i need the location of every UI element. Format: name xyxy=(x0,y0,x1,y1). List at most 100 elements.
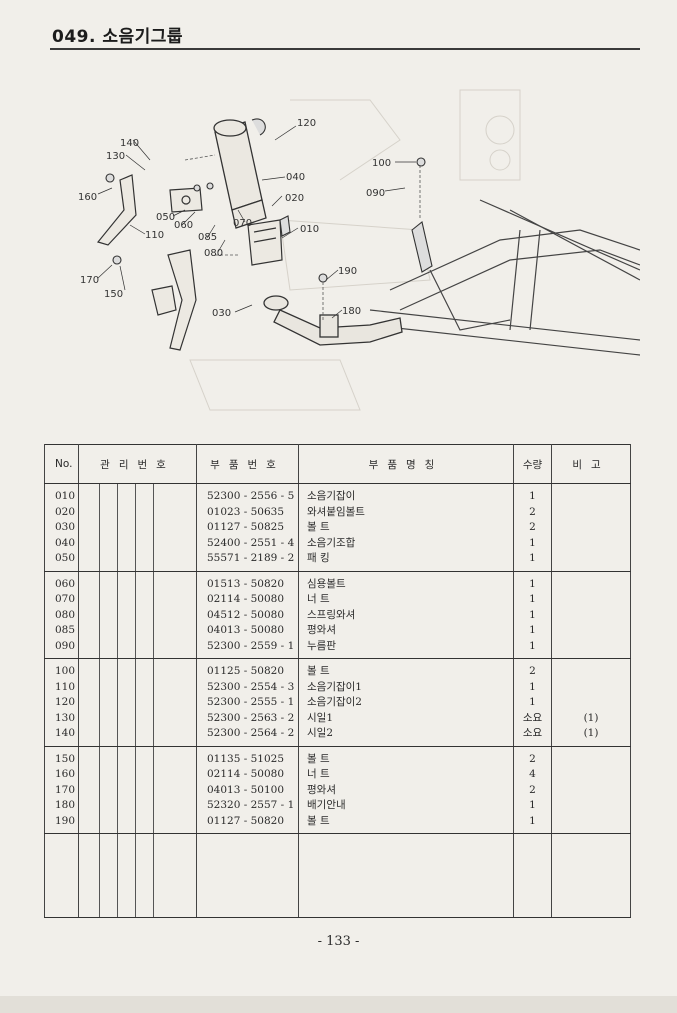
quantity: 1 xyxy=(529,593,536,606)
management-no-cell xyxy=(78,833,197,918)
part-no: 04512 - 50080 xyxy=(207,608,285,621)
quantity: 1 xyxy=(529,490,536,502)
management-subcolumn-line xyxy=(99,746,100,834)
callout-180: 180 xyxy=(342,306,361,317)
exploded-parts-diagram: 140 130 120 040 020 160 050 060 070 085 … xyxy=(78,89,640,411)
management-subcolumn-line xyxy=(117,746,118,834)
callout-040: 040 xyxy=(286,172,305,183)
management-no-cell xyxy=(78,571,197,660)
remarks xyxy=(552,752,630,768)
remarks xyxy=(552,695,630,711)
remarks xyxy=(552,798,630,814)
part-name: 배기안내 xyxy=(307,799,346,812)
remarks: (1) xyxy=(583,711,599,724)
management-subcolumn-line xyxy=(99,571,100,659)
item-no: 100 xyxy=(55,665,76,678)
management-subcolumn-line xyxy=(135,746,136,834)
part-name: 패 킹 xyxy=(307,552,330,564)
muffler-holder-brackets xyxy=(96,174,197,351)
quantity: 1 xyxy=(529,696,536,709)
callout-labels: 140 130 120 040 020 160 050 060 070 085 … xyxy=(78,118,391,319)
part-name-cell xyxy=(298,833,514,918)
item-no: 150 xyxy=(55,752,76,765)
quantity: 1 xyxy=(529,577,536,590)
part-name: 볼 트 xyxy=(307,752,330,765)
item-no: 030 xyxy=(55,521,76,533)
item-no: 090 xyxy=(55,639,76,652)
part-no: 01023 - 50635 xyxy=(207,505,285,518)
header-no: No. xyxy=(44,444,79,484)
remarks xyxy=(552,608,630,624)
part-name: 너 트 xyxy=(307,593,330,606)
quantity: 1 xyxy=(529,624,536,637)
callout-010: 010 xyxy=(300,224,319,235)
item-no: 190 xyxy=(55,814,76,827)
part-no: 52400 - 2551 - 4 xyxy=(207,536,295,549)
item-no: 010 xyxy=(55,490,76,502)
part-name: 시일1 xyxy=(307,711,334,724)
callout-leaders xyxy=(97,125,416,319)
management-no-cell xyxy=(78,658,197,747)
item-no: 160 xyxy=(55,768,76,781)
remarks xyxy=(552,680,630,696)
quantity: 1 xyxy=(529,608,536,621)
quantity: 2 xyxy=(529,521,536,533)
remarks-cell xyxy=(551,571,631,660)
quantity: 1 xyxy=(529,799,536,812)
part-no: 01513 - 50820 xyxy=(207,577,285,590)
part-no: 52320 - 2557 - 1 xyxy=(207,799,295,812)
management-subcolumn-line xyxy=(135,834,136,917)
part-name: 소음기잡이1 xyxy=(307,680,362,693)
callout-190: 190 xyxy=(338,266,357,277)
header-part-no: 부품번호 xyxy=(196,444,299,484)
header-management-no: 관리번호 xyxy=(78,444,197,484)
quantity: 1 xyxy=(529,814,536,827)
table-empty-row xyxy=(44,833,631,918)
quantity: 2 xyxy=(529,752,536,765)
part-no: 52300 - 2555 - 1 xyxy=(207,696,295,709)
part-name: 볼 트 xyxy=(307,814,330,827)
part-name: 소음기잡이2 xyxy=(307,696,362,709)
ghost-background-lines xyxy=(189,89,521,411)
callout-030: 030 xyxy=(212,308,231,319)
page-number: - 133 - xyxy=(317,934,360,949)
part-no: 01135 - 51025 xyxy=(207,752,285,765)
remarks xyxy=(552,536,630,552)
callout-080: 080 xyxy=(204,248,223,259)
management-subcolumn-line xyxy=(153,659,154,746)
item-no: 120 xyxy=(55,696,76,709)
part-name: 평와셔 xyxy=(307,783,336,796)
quantity: 소요 xyxy=(522,727,543,740)
quantity: 2 xyxy=(529,783,536,796)
exhaust-pipe xyxy=(263,295,403,346)
part-no: 02114 - 50080 xyxy=(207,768,285,781)
part-no-cell xyxy=(196,833,299,918)
remarks-cell xyxy=(551,483,631,572)
management-subcolumn-line xyxy=(153,746,154,834)
frame-rails xyxy=(369,199,640,356)
part-name: 심용볼트 xyxy=(307,577,346,590)
quantity: 1 xyxy=(529,680,536,693)
header-part-name: 부품명칭 xyxy=(298,444,514,484)
page-title: 049. 소음기그룹 xyxy=(52,27,184,47)
callout-140: 140 xyxy=(120,138,139,149)
part-name: 시일2 xyxy=(307,727,334,740)
management-subcolumn-line xyxy=(153,484,154,571)
item-no: 140 xyxy=(55,727,76,740)
callout-085: 085 xyxy=(198,232,217,243)
management-subcolumn-line xyxy=(99,834,100,917)
management-no-cell xyxy=(78,746,197,835)
